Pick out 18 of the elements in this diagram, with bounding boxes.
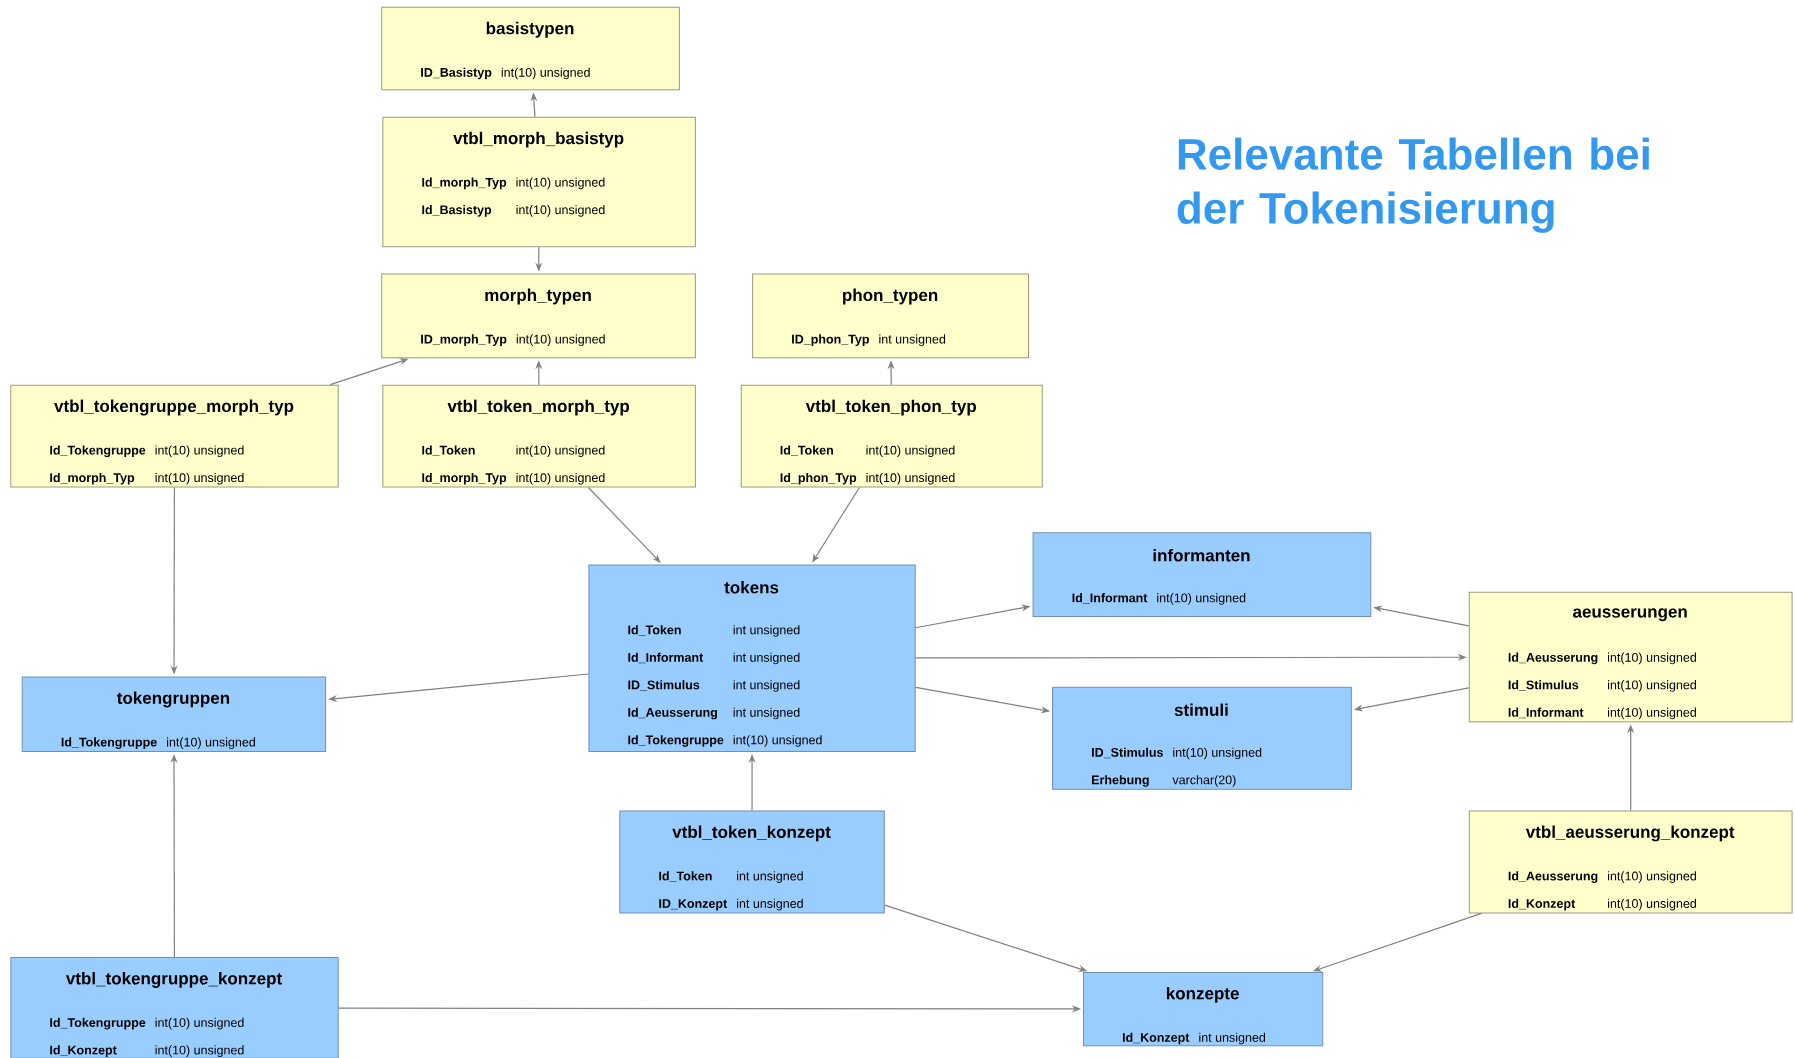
arrow <box>587 486 661 563</box>
table-box: vtbl_token_phon_typ Id_Token int(10) unsigned Id_phon_Typ int(10) unsigned <box>740 384 1043 488</box>
table-box: stimuli ID_Stimulus int(10) unsigned Erhebung varchar(20) <box>1052 686 1352 790</box>
table-box: morph_typen ID_morph_Typ int(10) unsigned <box>381 273 696 359</box>
table-box: vtbl_token_konzept Id_Token int unsigned ID_Konzept int unsigned <box>619 810 885 914</box>
table-box: vtbl_token_morph_typ Id_Token int(10) unsigned Id_morph_Typ int(10) unsigned <box>382 384 696 488</box>
table-box: phon_typen ID_phon_Typ int unsigned <box>752 273 1029 359</box>
table-box: informanten Id_Informant int(10) unsigned <box>1032 532 1372 617</box>
table-box: vtbl_aeusserung_konzept Id_Aeusserung int(10) unsigned Id_Konzept int(10) unsigned <box>1468 810 1793 914</box>
table-box: basistypen ID_Basistyp int(10) unsigned <box>381 6 680 91</box>
table-box: vtbl_tokengruppe_morph_typ Id_Tokengruppe int(10) unsigned Id_morph_Typ int(10) unsigned <box>10 384 339 488</box>
title: Relevante Tabellen bei der Tokenisierung <box>1177 137 1649 233</box>
table-box: vtbl_morph_basistyp Id_morph_Typ int(10) unsigned Id_Basistyp int(10) unsigned <box>382 116 696 248</box>
table-box: vtbl_tokengruppe_konzept Id_Tokengruppe int(10) unsigned Id_Konzept int(10) unsigned <box>10 957 339 1058</box>
table-box: konzepte Id_Konzept int unsigned <box>1082 971 1324 1047</box>
table-box: tokens Id_Token int unsigned Id_Informant int unsigned ID_Stimulus int unsigned Id_Aeusserung int unsigned Id_Tokengruppe int(10) unsigned <box>588 564 916 752</box>
table-box: tokengruppen Id_Tokengruppe int(10) unsigned <box>21 676 327 752</box>
table-box: aeusserungen Id_Aeusserung int(10) unsigned Id_Stimulus int(10) unsigned Id_Informant int(10) unsigned <box>1468 591 1793 723</box>
